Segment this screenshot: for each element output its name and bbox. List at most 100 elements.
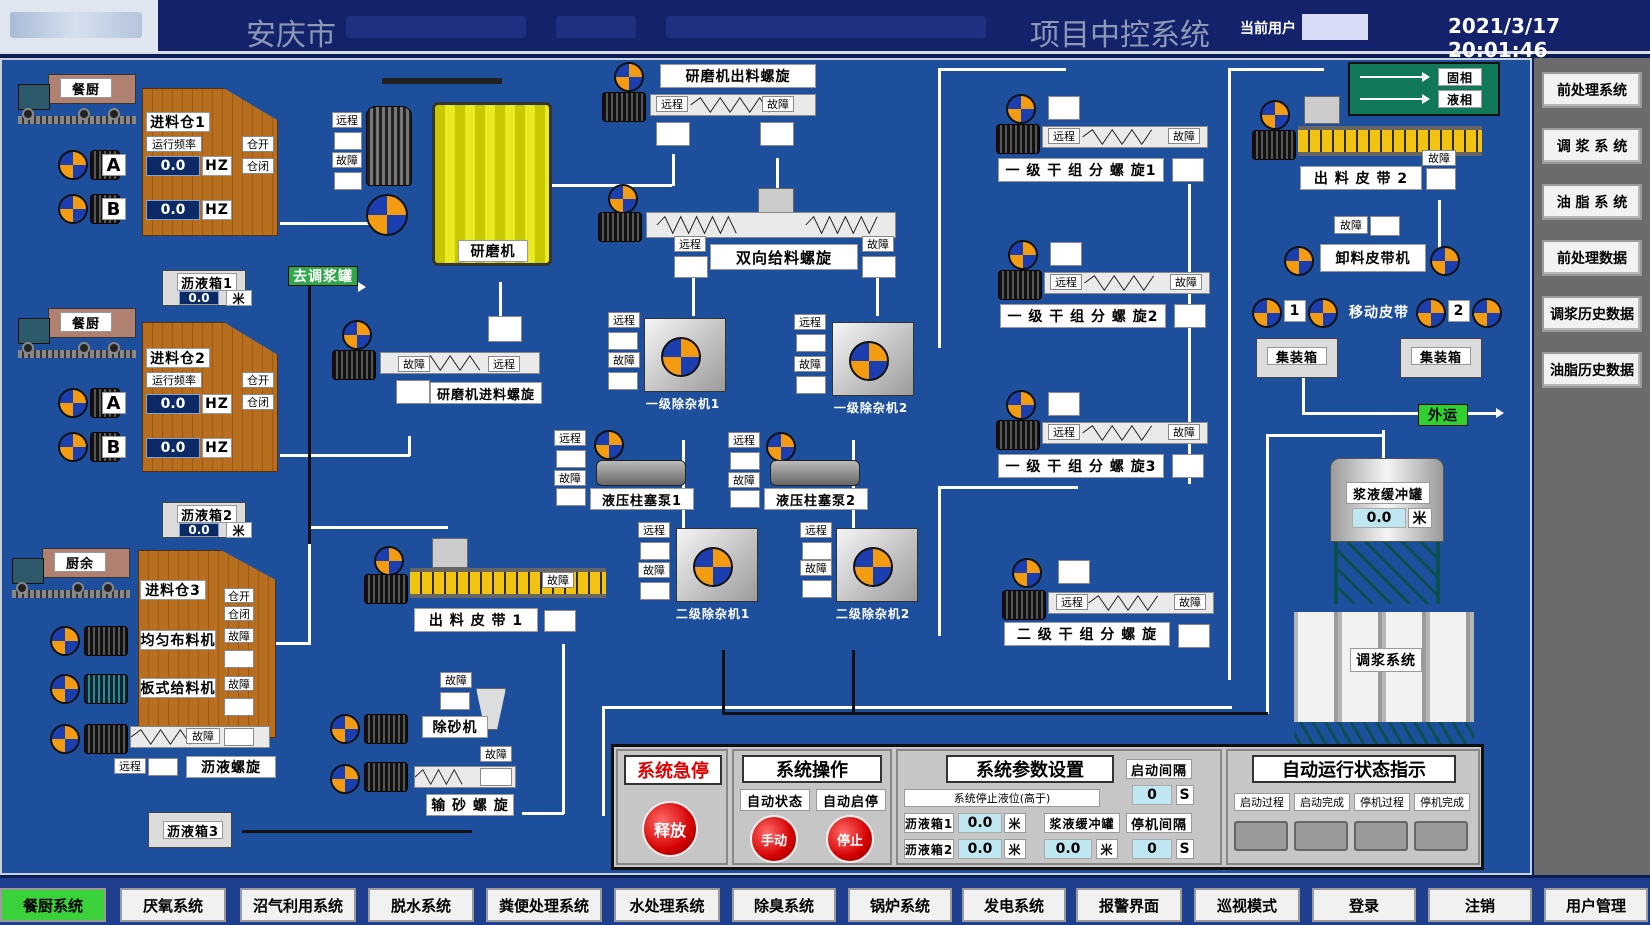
- tank2-stop-level[interactable]: 0.0: [958, 839, 1002, 859]
- flow-line: [280, 454, 410, 457]
- impurity-remover-1-2[interactable]: [832, 322, 914, 396]
- motor-icon[interactable]: [364, 574, 408, 604]
- rotor-icon[interactable]: [1260, 100, 1290, 130]
- flow-line: [938, 68, 1066, 71]
- rotor-icon[interactable]: [661, 337, 701, 377]
- nav-water-system[interactable]: 水处理系统: [614, 888, 720, 922]
- motor-icon[interactable]: [84, 674, 128, 704]
- motor-icon[interactable]: [1252, 130, 1296, 160]
- rotor-icon[interactable]: [1006, 94, 1036, 124]
- motor-icon[interactable]: [84, 724, 128, 754]
- stop-button[interactable]: 停止: [826, 815, 874, 863]
- buffer-stop-level[interactable]: 0.0: [1044, 839, 1092, 859]
- logout-button[interactable]: 注销: [1428, 888, 1532, 922]
- rotor-icon[interactable]: [1416, 298, 1446, 328]
- bin-open-status: 仓开: [242, 372, 274, 388]
- nav-patrol-mode[interactable]: 巡视模式: [1194, 888, 1300, 922]
- nav-power-system[interactable]: 发电系统: [962, 888, 1066, 922]
- rotor-icon[interactable]: [849, 341, 889, 381]
- rotor-icon[interactable]: [1430, 246, 1460, 276]
- dry-screw-2-label: 一 级 干 组 分 螺 旋2: [1000, 304, 1166, 328]
- grinder-motor-icon[interactable]: [366, 106, 412, 186]
- nav-manure-system[interactable]: 粪便处理系统: [486, 888, 602, 922]
- rotor-icon[interactable]: [50, 674, 80, 704]
- nav-pretreatment-data[interactable]: 前处理数据: [1542, 240, 1642, 276]
- control-panel: 系统急停 释放 系统操作 自动状态 自动启停 手动 停止 系统参数设置 系统停止…: [611, 744, 1484, 870]
- user-management-button[interactable]: 用户管理: [1544, 888, 1648, 922]
- status-box: [334, 172, 362, 190]
- rotor-icon[interactable]: [1008, 240, 1038, 270]
- motor-icon[interactable]: [332, 350, 376, 380]
- bin-close-status: 仓闭: [242, 394, 274, 410]
- motor-icon[interactable]: [598, 212, 642, 242]
- impurity-remover-2-1[interactable]: [676, 528, 758, 602]
- motor-icon[interactable]: [364, 714, 408, 744]
- plunger-pump-1[interactable]: [596, 460, 686, 486]
- rotor-icon[interactable]: [374, 546, 404, 576]
- rotor-icon[interactable]: [330, 764, 360, 794]
- tank1-stop-level[interactable]: 0.0: [958, 813, 1002, 833]
- impurity-remover-2-2[interactable]: [836, 528, 918, 602]
- login-button[interactable]: 登录: [1312, 888, 1416, 922]
- rotor-icon[interactable]: [1012, 558, 1042, 588]
- rotor-icon[interactable]: [608, 184, 638, 214]
- motor-icon[interactable]: [84, 626, 128, 656]
- flow-line: [275, 642, 311, 645]
- rotor-icon[interactable]: [1252, 298, 1282, 328]
- rotor-icon[interactable]: [1308, 298, 1338, 328]
- slurry-system-label: 调浆系统: [1350, 648, 1422, 672]
- fault-label: 故障: [1422, 150, 1456, 166]
- rotor-icon[interactable]: [58, 388, 88, 418]
- plunger-pump-2[interactable]: [770, 460, 860, 486]
- seconds-unit: S: [1176, 839, 1194, 859]
- nav-slurry[interactable]: 调 浆 系 统: [1542, 128, 1642, 164]
- rotor-icon[interactable]: [693, 547, 733, 587]
- grinder-in-screw-label: 研磨机进料螺旋: [430, 382, 542, 404]
- rotor-icon[interactable]: [50, 626, 80, 656]
- nav-kitchen-system[interactable]: 餐厨系统: [0, 888, 106, 922]
- rotor-icon[interactable]: [342, 320, 372, 350]
- start-interval-value[interactable]: 0: [1132, 785, 1172, 805]
- rotor-icon[interactable]: [1006, 390, 1036, 420]
- status-box: [556, 488, 586, 506]
- liquid-line-icon: [1360, 98, 1424, 100]
- motor-icon[interactable]: [996, 124, 1040, 154]
- fault-label: 故障: [762, 96, 794, 112]
- nav-grease[interactable]: 油 脂 系 统: [1542, 184, 1642, 220]
- nav-deodor-system[interactable]: 除臭系统: [732, 888, 836, 922]
- manual-button[interactable]: 手动: [750, 815, 798, 863]
- current-user-value: [1302, 14, 1368, 40]
- grinder-rotor-icon[interactable]: [366, 194, 408, 236]
- motor-icon[interactable]: [998, 270, 1042, 300]
- nav-alarm[interactable]: 报警界面: [1076, 888, 1182, 922]
- nav-anaerobic-system[interactable]: 厌氧系统: [120, 888, 226, 922]
- rotor-icon[interactable]: [58, 432, 88, 462]
- nav-grease-history[interactable]: 油脂历史数据: [1542, 352, 1642, 388]
- discharge-belt-1-label: 出 料 皮 带 1: [414, 608, 538, 632]
- rotor-icon[interactable]: [766, 432, 796, 462]
- rotor-icon[interactable]: [58, 194, 88, 224]
- motor-icon[interactable]: [996, 420, 1040, 450]
- rotor-icon[interactable]: [594, 430, 624, 460]
- nav-slurry-history[interactable]: 调浆历史数据: [1542, 296, 1642, 332]
- indicator-start-process: [1234, 821, 1288, 851]
- nav-pretreatment[interactable]: 前处理系统: [1542, 72, 1642, 108]
- stop-interval-value[interactable]: 0: [1132, 839, 1172, 859]
- rotor-icon[interactable]: [1472, 298, 1502, 328]
- motor-icon[interactable]: [602, 92, 646, 122]
- impurity-remover-1-1[interactable]: [644, 318, 726, 392]
- status-box: [640, 542, 670, 560]
- motor-icon[interactable]: [364, 762, 408, 792]
- nav-boiler-system[interactable]: 锅炉系统: [848, 888, 952, 922]
- dry-screw-2: [1044, 272, 1210, 294]
- rotor-icon[interactable]: [614, 62, 644, 92]
- rotor-icon[interactable]: [330, 714, 360, 744]
- nav-dewatering-system[interactable]: 脱水系统: [368, 888, 474, 922]
- release-button[interactable]: 释放: [642, 801, 698, 857]
- rotor-icon[interactable]: [50, 724, 80, 754]
- nav-biogas-system[interactable]: 沼气利用系统: [240, 888, 356, 922]
- rotor-icon[interactable]: [1284, 246, 1314, 276]
- rotor-icon[interactable]: [58, 150, 88, 180]
- motor-icon[interactable]: [1002, 590, 1046, 620]
- rotor-icon[interactable]: [853, 547, 893, 587]
